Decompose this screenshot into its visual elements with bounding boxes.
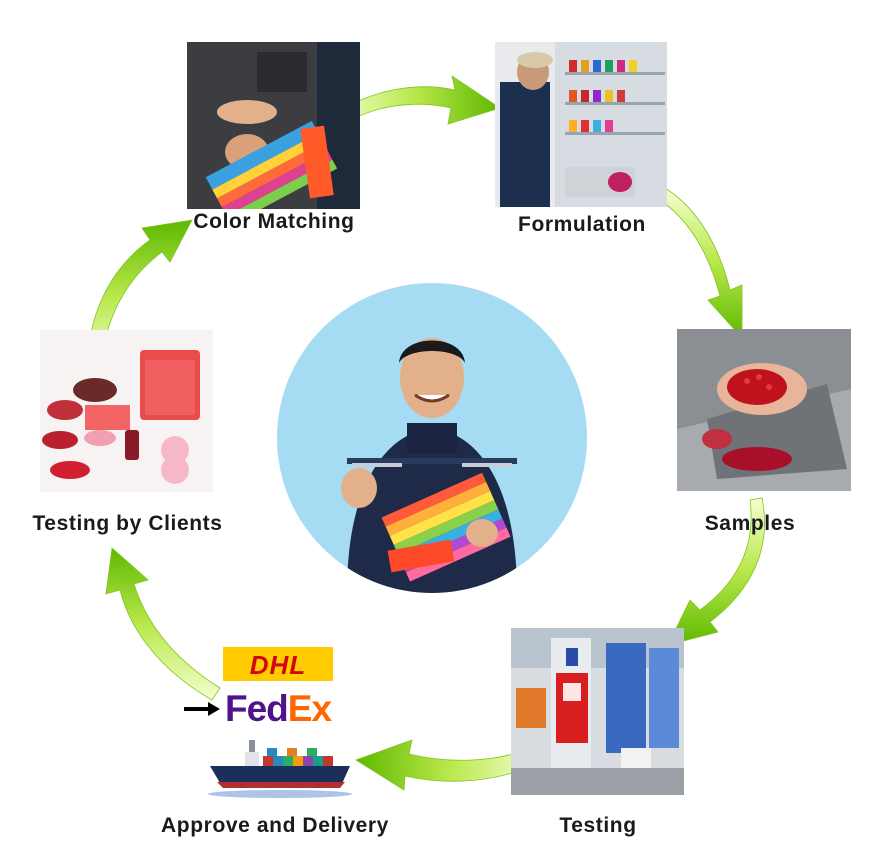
step-label-color-matching: Color Matching bbox=[193, 210, 355, 233]
center-portrait-circle bbox=[277, 283, 587, 593]
right-arrow-icon bbox=[184, 702, 220, 716]
step-label-approve-delivery: Approve and Delivery bbox=[161, 814, 389, 837]
cargo-ship-icon bbox=[208, 740, 352, 798]
fedex-logo-ex: Ex bbox=[287, 688, 332, 729]
samples-photo bbox=[677, 329, 851, 491]
step-label-samples: Samples bbox=[704, 512, 796, 535]
testing-photo bbox=[511, 628, 684, 795]
curved-arrow-icon bbox=[105, 547, 221, 701]
step-label-testing-by-clients: Testing by Clients bbox=[32, 512, 223, 535]
step-label-testing: Testing bbox=[559, 814, 637, 837]
curved-arrow-icon bbox=[329, 75, 501, 129]
curved-arrow-icon bbox=[355, 739, 541, 791]
fedex-logo: FedEx bbox=[225, 688, 332, 730]
testing-by-clients-photo bbox=[40, 330, 213, 492]
step-label-formulation: Formulation bbox=[518, 213, 646, 236]
fedex-logo-fed: Fed bbox=[225, 688, 289, 729]
color-matching-photo bbox=[187, 42, 360, 209]
dhl-logo: DHL bbox=[223, 647, 333, 681]
person-with-color-fan bbox=[341, 338, 517, 593]
curved-arrow-icon bbox=[659, 187, 743, 340]
formulation-photo bbox=[495, 42, 667, 207]
dhl-logo-text: DHL bbox=[249, 650, 307, 680]
